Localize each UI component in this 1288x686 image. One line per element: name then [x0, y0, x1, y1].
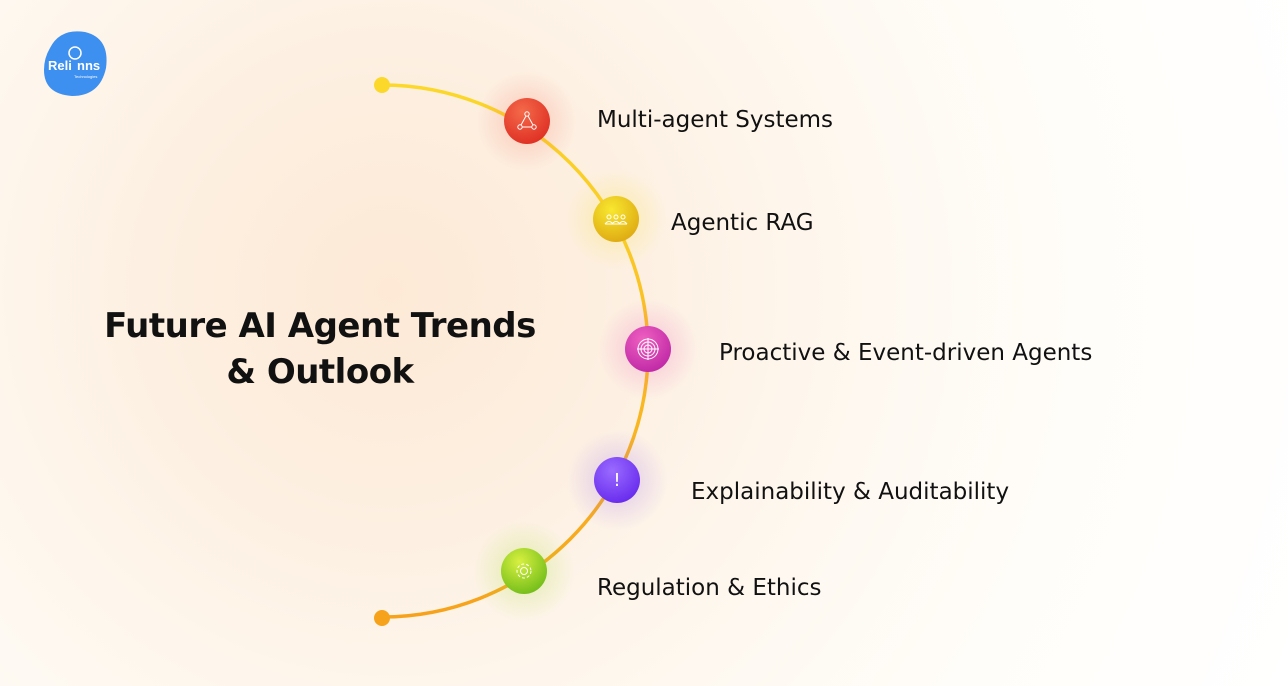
page-title: Future AI Agent Trends & Outlook — [100, 303, 540, 395]
arc-end-dot — [374, 610, 390, 626]
item-label: Multi-agent Systems — [597, 107, 834, 133]
node-regulation — [501, 548, 547, 594]
svg-text:Reli: Reli — [48, 58, 72, 73]
item-label: Proactive & Event-driven Agents — [719, 340, 1093, 366]
item-label: Explainability & Auditability — [691, 479, 1010, 505]
people-group-icon — [604, 214, 628, 225]
svg-text:nns: nns — [77, 58, 100, 73]
arc-start-dot — [374, 77, 390, 93]
node-explainability: ! — [594, 457, 640, 503]
node-multi-agent — [504, 98, 550, 144]
item-label: Agentic RAG — [671, 210, 814, 236]
gear-icon — [516, 563, 532, 579]
exclamation-icon: ! — [613, 469, 621, 491]
title-line-2: & Outlook — [226, 352, 414, 392]
title-line-1: Future AI Agent Trends — [104, 306, 536, 346]
item-label: Regulation & Ethics — [597, 575, 822, 601]
target-icon — [637, 338, 659, 360]
network-triangle-icon — [517, 111, 537, 130]
node-agentic-rag — [593, 196, 639, 242]
relinns-logo: Reli nns Technologies — [44, 31, 107, 96]
svg-text:Technologies: Technologies — [74, 74, 97, 79]
node-proactive — [625, 326, 671, 372]
